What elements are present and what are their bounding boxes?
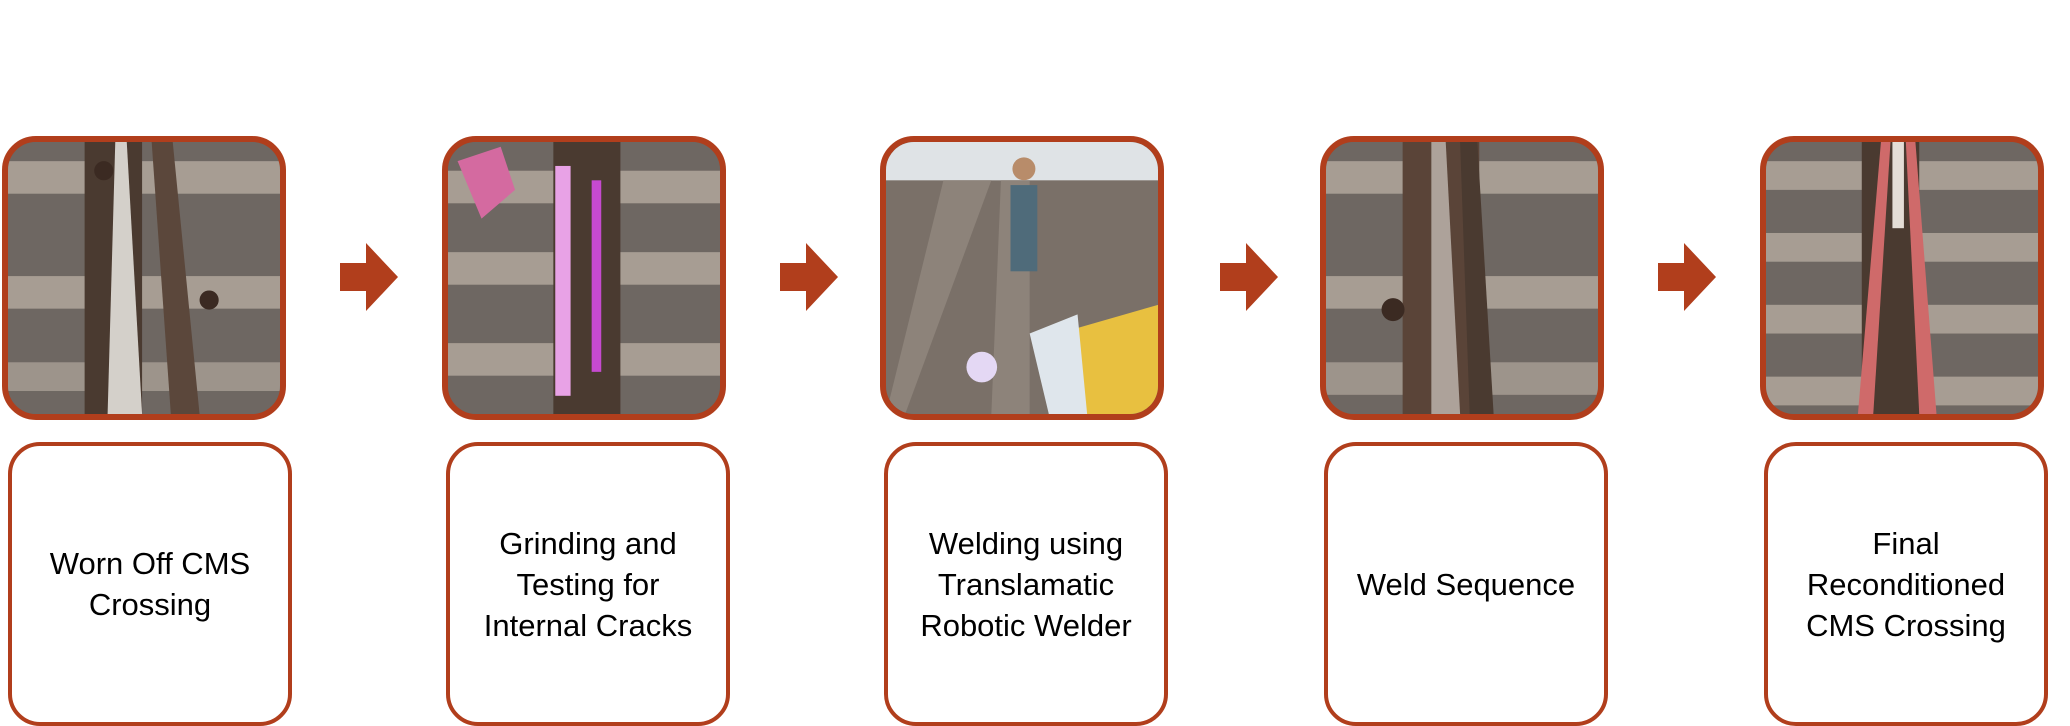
photo-final-crossing (1760, 136, 2044, 420)
photo-weld-sequence (1320, 136, 1604, 420)
step-label: Worn Off CMS Crossing (49, 546, 251, 622)
photo-worn-crossing (2, 136, 286, 420)
photo-grinding-testing (442, 136, 726, 420)
step-label: Welding using Translamatic Robotic Welde… (920, 525, 1132, 643)
arrow-right-icon (780, 243, 838, 311)
step-label: Final Reconditioned CMS Crossing (1806, 525, 2006, 643)
arrow-right-icon (1220, 243, 1278, 311)
step-label-box: Welding using Translamatic Robotic Welde… (884, 442, 1168, 726)
arrow-right-icon (340, 243, 398, 311)
photo-robotic-welder (880, 136, 1164, 420)
step-label-box: Worn Off CMS Crossing (8, 442, 292, 726)
step-label-box: Weld Sequence (1324, 442, 1608, 726)
step-label-box: Final Reconditioned CMS Crossing (1764, 442, 2048, 726)
step-label: Weld Sequence (1356, 566, 1576, 602)
step-label-box: Grinding and Testing for Internal Cracks (446, 442, 730, 726)
arrow-right-icon (1658, 243, 1716, 311)
step-label: Grinding and Testing for Internal Cracks (483, 525, 693, 643)
